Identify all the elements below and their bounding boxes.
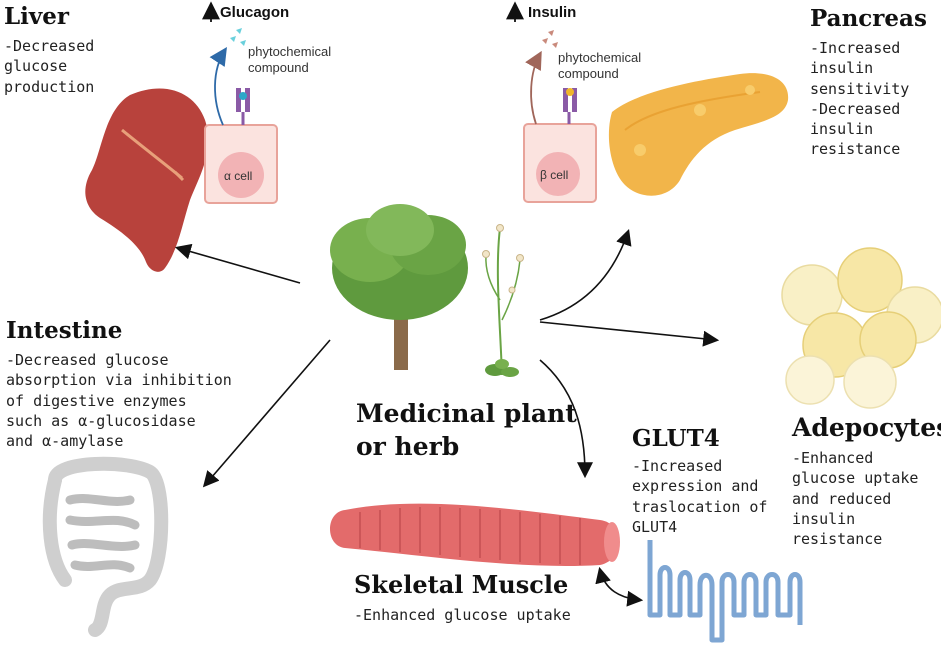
glucagon-label: Glucagon: [220, 4, 290, 21]
muscle-icon: [330, 503, 620, 567]
plant-title: Medicinal plant or herb: [356, 399, 577, 461]
adepocytes-desc: -Enhanced glucose uptake and reduced ins…: [792, 449, 919, 548]
muscle-desc: -Enhanced glucose uptake: [354, 606, 571, 624]
adipocytes-icon: [781, 247, 941, 409]
adepocytes-title: Adepocytes: [792, 413, 941, 442]
insulin-label: Insulin: [528, 4, 577, 21]
beta-cell-label: β cell: [540, 168, 569, 182]
liver-desc: -Decreased glucose production: [4, 37, 95, 96]
beta-cell-icon: [523, 30, 597, 203]
herb-icon: [482, 224, 524, 377]
pancreas-icon: [608, 73, 789, 196]
muscle-title: Skeletal Muscle: [354, 570, 569, 599]
pancreas-title: Pancreas: [810, 5, 927, 32]
glucagon-compound-label: phytochemical compound: [248, 44, 332, 76]
glut4-protein-icon: [647, 540, 803, 643]
pancreas-desc: -Increased insulin sensitivity -Decrease…: [810, 39, 910, 159]
insulin-compound-label: phytochemical compound: [558, 50, 642, 82]
intestine-title: Intestine: [6, 317, 123, 344]
glut4-desc: -Increased expression and traslocation o…: [632, 457, 768, 536]
glut4-title: GLUT4: [632, 425, 720, 452]
intestine-desc: -Decreased glucose absorption via inhibi…: [6, 351, 232, 450]
tree-icon: [330, 204, 468, 370]
liver-title: Liver: [4, 3, 70, 30]
intestine-icon: [42, 456, 169, 637]
liver-icon: [85, 88, 209, 272]
alpha-cell-icon: [204, 28, 278, 204]
alpha-cell-label: α cell: [224, 169, 253, 183]
arrows: [174, 228, 720, 607]
